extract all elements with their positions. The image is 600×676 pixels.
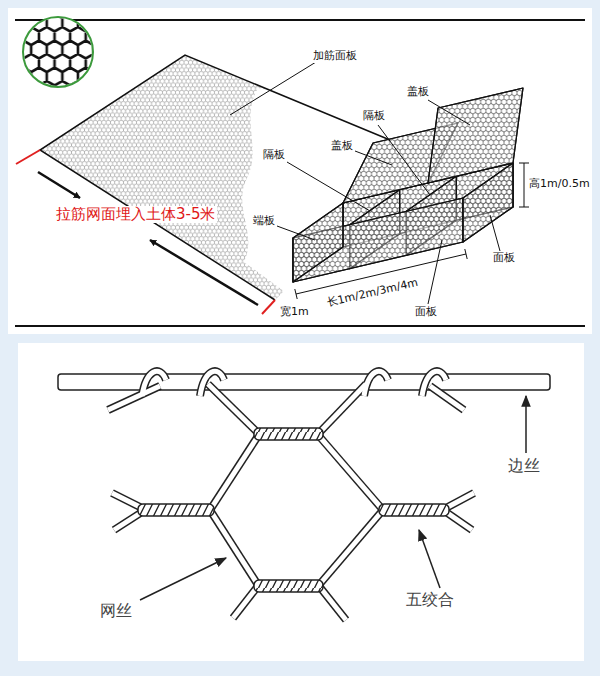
bottom-panel — [18, 343, 584, 661]
part-label: 五绞合 — [406, 591, 454, 609]
part-label: 隔板 — [262, 149, 286, 162]
part-label: 面板 — [492, 252, 516, 265]
part-label: 网丝 — [100, 602, 132, 620]
pointer-arrows — [140, 396, 526, 600]
part-label: 隔板 — [362, 110, 386, 123]
part-label: 边丝 — [508, 457, 540, 475]
leader-lines — [230, 62, 500, 304]
gabion-box — [293, 88, 523, 282]
dimension-label: 宽1m — [279, 306, 310, 319]
part-label: 盖板 — [406, 86, 430, 99]
rule-line — [15, 325, 585, 327]
edge-wire — [58, 374, 550, 390]
mesh-inset — [18, 12, 102, 96]
part-label: 端板 — [252, 215, 276, 228]
mesh-wires — [108, 371, 474, 620]
top-panel — [8, 8, 592, 334]
twist-joints — [138, 428, 449, 592]
dimension-label: 长1m/2m/3m/4m — [324, 276, 419, 310]
part-label: 面板 — [414, 306, 438, 319]
note-label: 拉筋网面埋入土体3-5米 — [55, 206, 217, 223]
part-label: 盖板 — [330, 140, 354, 153]
dimension-label: 高1m/0.5m — [528, 178, 591, 191]
part-label: 加筋面板 — [312, 50, 358, 63]
rule-line — [15, 19, 585, 21]
